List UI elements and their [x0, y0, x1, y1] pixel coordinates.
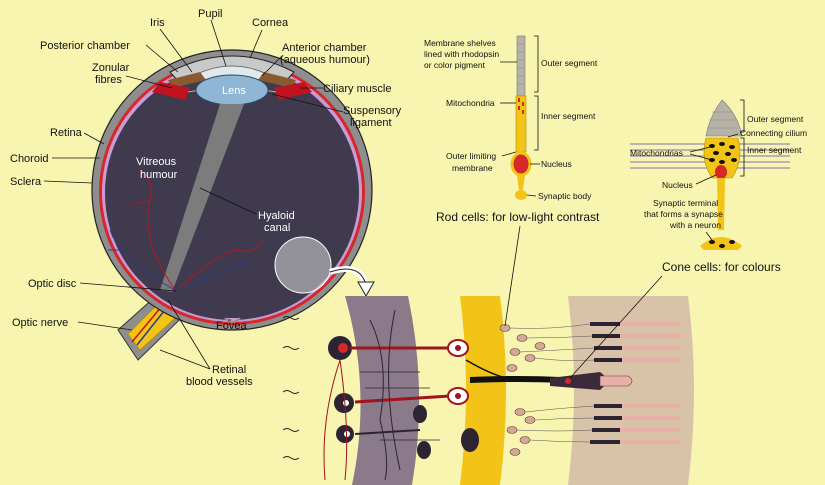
- rod-outer-segment: [517, 36, 525, 96]
- label-iris: Iris: [150, 17, 165, 29]
- rod-label-outer-limiting-1: Outer limiting: [446, 151, 496, 161]
- cone-label-synaptic-2: that forms a synapse: [644, 209, 723, 219]
- label-vitreous: Vitreous: [136, 156, 177, 168]
- label-aqueous-humour: (aqueous humour): [280, 54, 370, 66]
- label-retina: Retina: [50, 127, 83, 139]
- rod-cell: Membrane shelves lined with rhodopsin or…: [424, 36, 600, 326]
- rod-nucleus: [512, 153, 530, 175]
- cone-nucleus: [715, 165, 727, 179]
- light-rays: [283, 317, 299, 460]
- label-suspensory: Suspensory: [343, 105, 402, 117]
- rod-label-outer-segment: Outer segment: [541, 58, 598, 68]
- cone-label-synaptic-1: Synaptic terminal: [653, 198, 718, 208]
- cone-label-synaptic-3: with a neuron: [669, 220, 721, 230]
- rod-label-membrane-3: or color pigment: [424, 60, 486, 70]
- photoreceptor-band: [460, 296, 506, 485]
- label-hyaloid: Hyaloid: [258, 210, 295, 222]
- cone-synaptic-terminal: [700, 237, 742, 250]
- rod-inner-segment: [516, 96, 526, 152]
- rod-label-membrane-2: lined with rhodopsin: [424, 49, 499, 59]
- label-anterior-chamber: Anterior chamber: [282, 42, 367, 54]
- label-canal: canal: [264, 222, 290, 234]
- retina-cross-section: [283, 296, 694, 485]
- rod-synaptic-body: [515, 190, 527, 200]
- rod-nuclei: [500, 325, 545, 456]
- label-fibres: fibres: [95, 74, 122, 86]
- label-fovea: Fovea: [216, 320, 247, 332]
- rod-label-outer-limiting-2: membrane: [452, 163, 493, 173]
- cone-label-connecting-cilium: Connecting cilium: [740, 128, 807, 138]
- label-posterior-chamber: Posterior chamber: [40, 40, 130, 52]
- ganglion-layer: [345, 296, 419, 485]
- label-blood-vessels: blood vessels: [186, 376, 253, 388]
- cone-outer-segment: [706, 100, 742, 136]
- cone-label-outer-segment: Outer segment: [747, 114, 804, 124]
- rod-caption: Rod cells: for low-light contrast: [436, 210, 600, 224]
- rod-label-mitochondria: Mitochondria: [446, 98, 495, 108]
- label-ciliary-muscle: Ciliary muscle: [323, 83, 391, 95]
- label-ligament: ligament: [350, 117, 392, 129]
- label-optic-nerve: Optic nerve: [12, 317, 68, 329]
- label-choroid: Choroid: [10, 153, 49, 165]
- magnifier: [275, 237, 331, 293]
- rod-label-nucleus: Nucleus: [541, 159, 572, 169]
- retina-cone: [550, 372, 606, 390]
- label-humour: humour: [140, 169, 178, 181]
- label-zonular: Zonular: [92, 62, 130, 74]
- rod-label-synaptic-body: Synaptic body: [538, 191, 592, 201]
- rod-label-inner-segment: Inner segment: [541, 111, 596, 121]
- label-optic-disc: Optic disc: [28, 278, 77, 290]
- rod-label-membrane-1: Membrane shelves: [424, 38, 496, 48]
- label-sclera: Sclera: [10, 176, 42, 188]
- cone-label-nucleus: Nucleus: [662, 180, 693, 190]
- label-retinal: Retinal: [212, 364, 246, 376]
- label-lens: Lens: [222, 85, 246, 97]
- cone-label-mitochondrias: Mitochondrias: [630, 148, 683, 158]
- cone-caption: Cone cells: for colours: [662, 260, 781, 274]
- cone-label-inner-segment: Inner segment: [747, 145, 802, 155]
- label-pupil: Pupil: [198, 8, 222, 20]
- label-cornea: Cornea: [252, 17, 289, 29]
